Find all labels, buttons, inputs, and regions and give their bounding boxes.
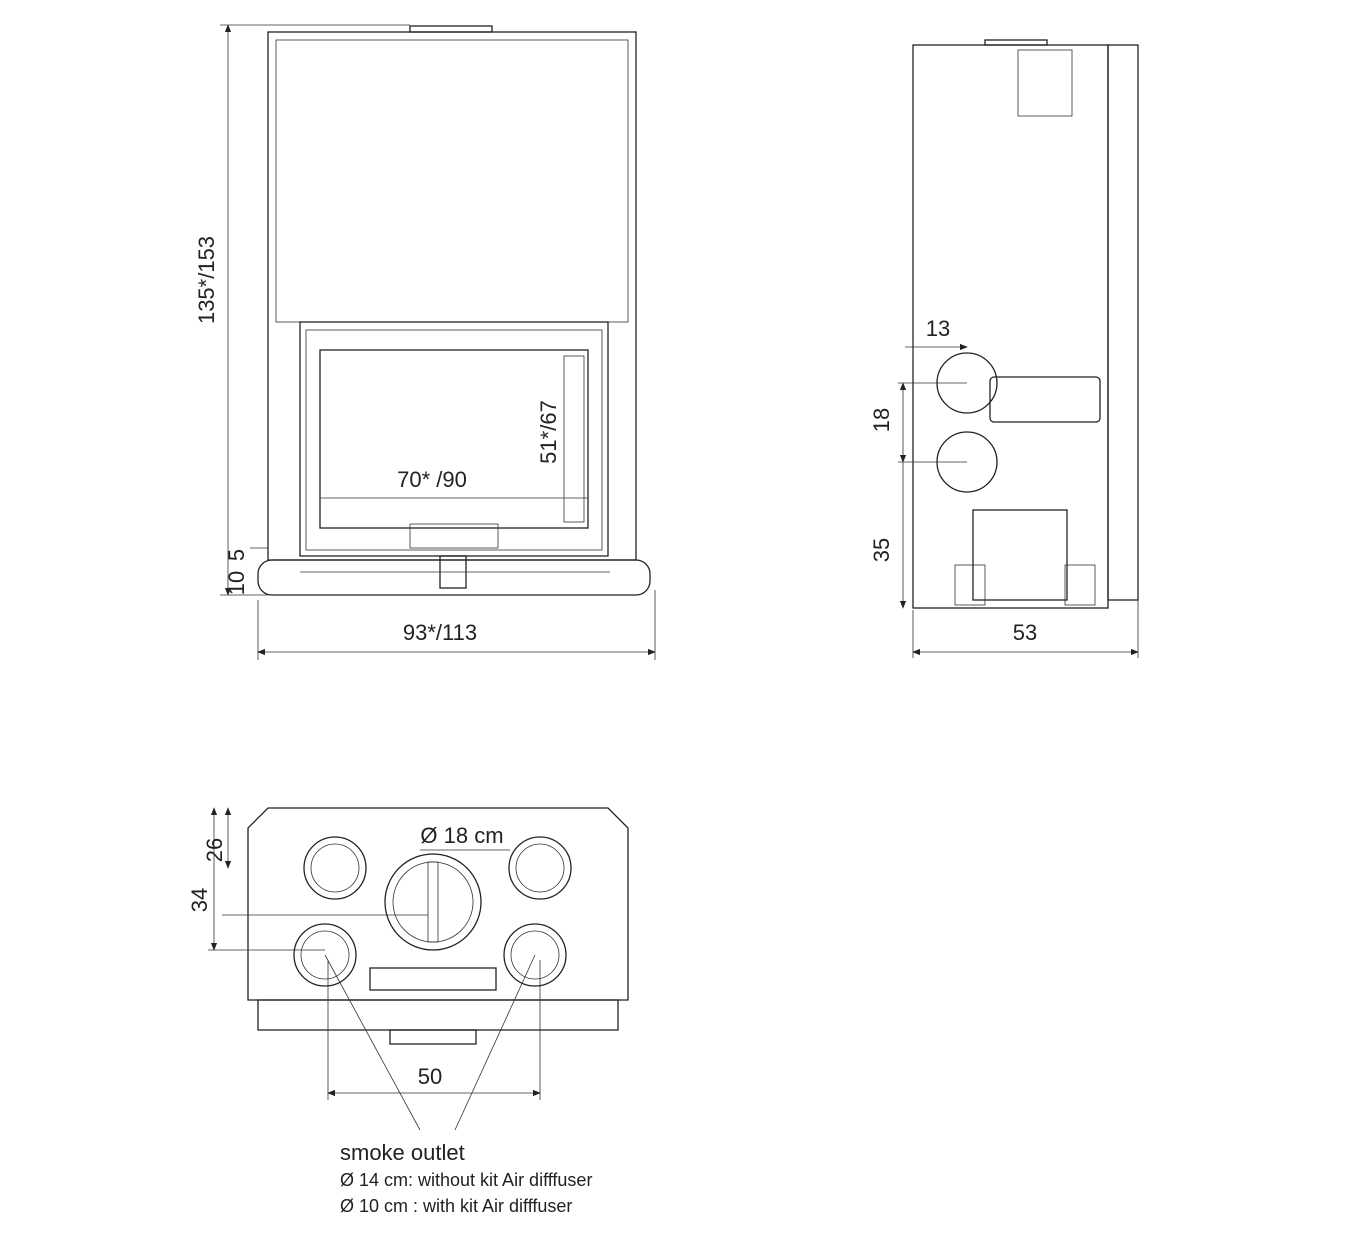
glass-width-label: 70* /90 — [397, 467, 467, 492]
front-height-label: 135*/153 — [194, 236, 219, 324]
base-label-10: 10 — [224, 571, 249, 595]
base-label-5: 5 — [224, 549, 249, 561]
dim-34-label: 34 — [187, 888, 212, 912]
smoke-outlet-title: smoke outlet — [340, 1140, 465, 1165]
smoke-outlet-line-1: Ø 14 cm: without kit Air difffuser — [340, 1170, 593, 1190]
front-width-label: 93*/113 — [403, 620, 477, 645]
side-offset-label: 13 — [926, 316, 950, 341]
dim-50-label: 50 — [418, 1064, 442, 1089]
side-spacing-label: 18 — [869, 408, 894, 432]
side-depth-label: 53 — [1013, 620, 1037, 645]
front-view: 135*/153 93*/113 70* /90 51*/67 5 10 — [194, 24, 656, 660]
dim-26-label: 26 — [202, 838, 227, 862]
glass-height-label: 51*/67 — [536, 400, 561, 464]
smoke-outlet-line-2: Ø 10 cm : with kit Air difffuser — [340, 1196, 573, 1216]
top-view: Ø 18 cm 26 34 50 — [187, 807, 629, 1131]
side-bottom-label: 35 — [869, 538, 894, 562]
side-view: 13 18 35 53 — [869, 39, 1139, 658]
top-diameter-label: Ø 18 cm — [420, 823, 503, 848]
